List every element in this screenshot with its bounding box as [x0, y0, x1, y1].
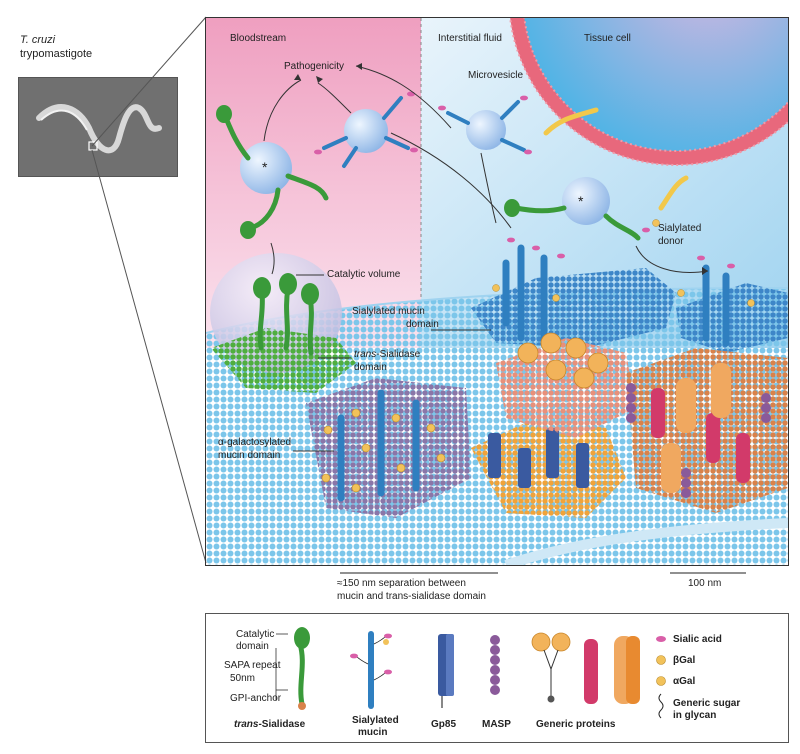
agal-mucin-raft: [306, 378, 471, 518]
legend-sapa: SAPA repeat: [224, 660, 281, 671]
legend-mucin-1: Sialylated: [352, 715, 399, 726]
zoom-box: [88, 141, 98, 151]
legend-sugar-icon: [658, 693, 664, 719]
legend-gpi: GPI-anchor: [230, 693, 282, 704]
legend-box: Catalytic domain SAPA repeat 50nm GPI-an…: [205, 613, 789, 743]
asterisk-mark-1: *: [262, 159, 268, 175]
agal-domain-label-2: mucin domain: [218, 450, 281, 461]
separation-label-1: ≈150 nm separation between: [337, 578, 466, 589]
legend-catalytic-1: Catalytic: [236, 629, 275, 640]
tissue-cell-label: Tissue cell: [584, 33, 631, 44]
species-label: T. cruzi: [20, 34, 56, 46]
sialylated-donor-label-1: Sialylated: [658, 223, 702, 234]
microvesicle-mucin-blood: [344, 109, 388, 153]
trypomastigote-image: [19, 78, 177, 176]
legend-sialic-icon: [656, 636, 666, 642]
sialylated-donor-label-2: donor: [658, 236, 684, 247]
main-illustration: * *: [205, 17, 789, 566]
microvesicle-mucin-interstitial: [466, 110, 506, 150]
legend-alphagal-icon: [656, 676, 666, 686]
legend-masp: MASP: [482, 719, 511, 730]
separation-label-2: mucin and trans-sialidase domain: [337, 591, 486, 602]
legend-ts-icon: [275, 627, 310, 710]
microvesicle-ts-blood: [240, 142, 292, 194]
bloodstream-label: Bloodstream: [230, 33, 287, 44]
illustration-svg: * *: [206, 18, 788, 565]
legend-gp85-icon: [438, 634, 454, 708]
ts-domain-label-1: trans-Sialidase: [354, 349, 421, 360]
stage-label: trypomastigote: [20, 48, 93, 60]
legend-sapa-length: 50nm: [230, 673, 256, 684]
legend-mucin-icon: [350, 631, 392, 709]
sialylated-mucin-domain-label-1: Sialylated mucin: [352, 306, 425, 317]
legend-mucin-2: mucin: [358, 727, 388, 738]
ts-domain-raft: [211, 328, 356, 393]
microvesicle-label: Microvesicle: [468, 70, 524, 81]
asterisk-mark-2: *: [578, 193, 584, 209]
legend-sugar-2: in glycan: [673, 710, 717, 721]
legend-betagal: βGal: [673, 655, 696, 666]
interstitial-label: Interstitial fluid: [438, 33, 502, 44]
ts-domain-label-2: domain: [354, 362, 387, 373]
legend-generic-proteins: Generic proteins: [536, 719, 616, 730]
legend-alphagal: αGal: [673, 676, 696, 687]
microvesicle-ts-interstitial: [562, 177, 610, 225]
legend-icons: [275, 627, 666, 719]
sialylated-mucin-domain-label-2: domain: [406, 319, 439, 330]
legend-catalytic-2: domain: [236, 641, 269, 652]
legend-gp85: Gp85: [431, 719, 457, 730]
legend-masp-icon: [490, 635, 500, 695]
legend-generic-proteins-icon: [531, 632, 640, 704]
catalytic-volume-label: Catalytic volume: [327, 269, 401, 280]
legend-sialic: Sialic acid: [673, 634, 722, 645]
legend-ts-name: trans-Sialidase: [234, 719, 306, 730]
legend-sugar-1: Generic sugar: [673, 698, 741, 709]
legend-betagal-icon: [656, 655, 666, 665]
pathogenicity-label: Pathogenicity: [284, 61, 345, 72]
tissue-cell: [509, 18, 788, 166]
agal-domain-label-1: α-galactosylated: [218, 437, 292, 448]
100nm-label: 100 nm: [688, 578, 722, 589]
micrograph-thumbnail: [18, 77, 178, 177]
